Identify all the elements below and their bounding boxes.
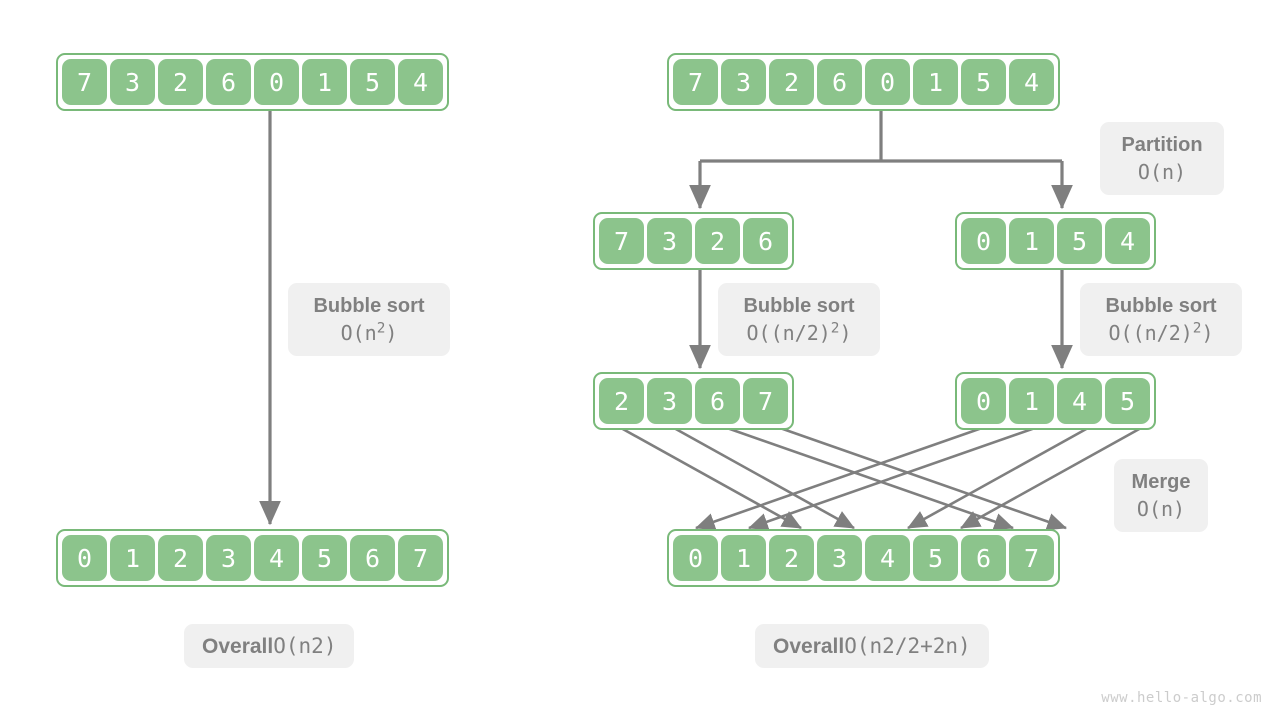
bubble-sort-label-right-half: Bubble sort O((n/2)2) — [1080, 283, 1242, 356]
array-cell: 3 — [110, 59, 155, 105]
array-cell: 6 — [817, 59, 862, 105]
array-cell: 3 — [647, 378, 692, 424]
array-cell: 4 — [1105, 218, 1150, 264]
array-cell: 0 — [961, 378, 1006, 424]
array-cell: 4 — [1009, 59, 1054, 105]
array-cell: 2 — [599, 378, 644, 424]
merge-title: Merge — [1131, 471, 1191, 493]
partition-label: Partition O(n) — [1100, 122, 1224, 195]
array-cell: 7 — [62, 59, 107, 105]
array-cell: 1 — [302, 59, 347, 105]
array-cell: 1 — [1009, 378, 1054, 424]
array-cell: 2 — [158, 59, 203, 105]
partition-title: Partition — [1121, 134, 1203, 156]
array-cell: 1 — [913, 59, 958, 105]
array-cell: 4 — [865, 535, 910, 581]
merge-label: Merge O(n) — [1114, 459, 1208, 532]
array-cell: 1 — [110, 535, 155, 581]
array-cell: 3 — [206, 535, 251, 581]
array-cell: 4 — [1057, 378, 1102, 424]
array-cell: 5 — [913, 535, 958, 581]
array-cell: 5 — [302, 535, 347, 581]
array-cell: 5 — [350, 59, 395, 105]
array-cell: 2 — [158, 535, 203, 581]
array-cell: 3 — [647, 218, 692, 264]
array-cell: 3 — [721, 59, 766, 105]
array-cell: 6 — [961, 535, 1006, 581]
array-cell: 7 — [743, 378, 788, 424]
array-cell: 3 — [817, 535, 862, 581]
array-cell: 4 — [398, 59, 443, 105]
watermark: www.hello-algo.com — [1101, 690, 1262, 706]
array-cell: 0 — [254, 59, 299, 105]
partition-arrow-tree — [689, 110, 1073, 210]
array-cell: 1 — [1009, 218, 1054, 264]
left-bubble-sort-label: Bubble sort O(n2) — [288, 283, 450, 356]
partition-formula: O(n) — [1137, 160, 1187, 184]
bubble-sort-label-left-half: Bubble sort O((n/2)2) — [718, 283, 880, 356]
merge-arrows-right-half — [695, 426, 1142, 531]
left-bubble-sort-title: Bubble sort — [313, 295, 425, 317]
array-cell: 7 — [673, 59, 718, 105]
merge-arrows-left-half — [620, 426, 1067, 531]
array-cell: 5 — [1057, 218, 1102, 264]
left-bubble-sort-formula: O(n2) — [340, 320, 398, 345]
array-cell: 2 — [695, 218, 740, 264]
array-cell: 2 — [769, 59, 814, 105]
array-cell: 7 — [398, 535, 443, 581]
array-cell: 0 — [961, 218, 1006, 264]
array-cell: 7 — [1009, 535, 1054, 581]
array-cell: 5 — [961, 59, 1006, 105]
array-cell: 6 — [206, 59, 251, 105]
array-cell: 6 — [743, 218, 788, 264]
array-cell: 0 — [865, 59, 910, 105]
array-cell: 2 — [769, 535, 814, 581]
array-cell: 4 — [254, 535, 299, 581]
bubble-sort-right-title: Bubble sort — [1105, 295, 1217, 317]
array-cell: 6 — [350, 535, 395, 581]
array-cell: 7 — [599, 218, 644, 264]
bubble-sort-left-formula: O((n/2)2) — [746, 320, 852, 345]
array-cell: 5 — [1105, 378, 1150, 424]
array-cell: 1 — [721, 535, 766, 581]
bubble-sort-left-title: Bubble sort — [743, 295, 855, 317]
merge-formula: O(n) — [1136, 497, 1186, 521]
bubble-sort-right-formula: O((n/2)2) — [1108, 320, 1214, 345]
array-cell: 0 — [62, 535, 107, 581]
array-cell: 6 — [695, 378, 740, 424]
array-cell: 0 — [673, 535, 718, 581]
